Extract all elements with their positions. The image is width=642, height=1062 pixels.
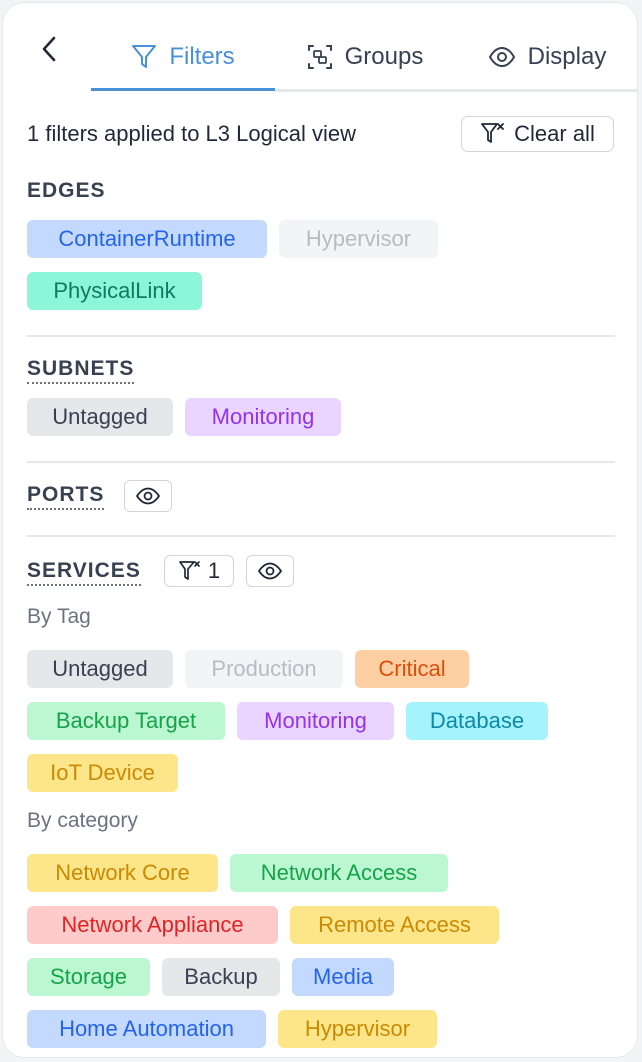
funnel-icon: [132, 45, 157, 68]
divider: [27, 335, 615, 337]
edge-chip-hypervisor[interactable]: Hypervisor: [279, 220, 438, 258]
tab-filters[interactable]: Filters: [91, 33, 275, 91]
tab-groups[interactable]: Groups: [275, 33, 455, 91]
tag-chip-backup-target[interactable]: Backup Target: [27, 702, 225, 740]
tag-chip-database[interactable]: Database: [406, 702, 548, 740]
funnel-x-icon: [481, 123, 505, 143]
category-chip-home-automation[interactable]: Home Automation: [27, 1010, 266, 1048]
back-button[interactable]: [31, 29, 67, 69]
edge-chip-physicallink[interactable]: PhysicalLink: [27, 272, 202, 310]
by-category-label: By category: [27, 809, 138, 832]
tab-bar: Filters Groups Display: [3, 3, 637, 93]
category-chip-network-access[interactable]: Network Access: [230, 854, 448, 892]
services-filter-count: 1: [207, 558, 221, 583]
by-tag-label: By Tag: [27, 605, 91, 628]
tag-chip-iot-device[interactable]: IoT Device: [27, 754, 178, 792]
tag-chip-untagged[interactable]: Untagged: [27, 650, 173, 688]
tag-chip-production[interactable]: Production: [185, 650, 343, 688]
tab-track: [275, 89, 637, 92]
tag-chip-critical[interactable]: Critical: [355, 650, 469, 688]
category-chip-storage[interactable]: Storage: [27, 958, 150, 996]
chevron-left-icon: [42, 36, 56, 62]
category-chip-network-appliance[interactable]: Network Appliance: [27, 906, 278, 944]
divider: [27, 535, 615, 537]
group-select-icon: [307, 45, 332, 69]
ports-visibility-button[interactable]: [124, 480, 172, 512]
tab-groups-label: Groups: [344, 43, 424, 70]
services-visibility-button[interactable]: [246, 555, 294, 587]
subnet-chip-monitoring[interactable]: Monitoring: [185, 398, 341, 436]
active-tab-indicator: [91, 88, 275, 91]
funnel-x-icon: [179, 561, 200, 580]
category-chip-media[interactable]: Media: [292, 958, 394, 996]
section-title-ports[interactable]: PORTS: [27, 483, 105, 510]
tab-filters-label: Filters: [169, 43, 235, 70]
clear-all-label: Clear all: [514, 121, 595, 146]
edge-chip-containerruntime[interactable]: ContainerRuntime: [27, 220, 267, 258]
subnet-chip-untagged[interactable]: Untagged: [27, 398, 173, 436]
clear-all-button[interactable]: Clear all: [461, 116, 614, 152]
category-chip-hypervisor[interactable]: Hypervisor: [278, 1010, 437, 1048]
eye-icon: [135, 487, 161, 505]
divider: [27, 461, 615, 463]
eye-icon: [488, 46, 515, 68]
section-title-edges: EDGES: [27, 179, 106, 202]
tab-display-label: Display: [527, 43, 607, 70]
category-chip-network-core[interactable]: Network Core: [27, 854, 218, 892]
filter-summary: 1 filters applied to L3 Logical view: [27, 121, 356, 146]
category-chip-remote-access[interactable]: Remote Access: [290, 906, 499, 944]
section-title-subnets[interactable]: SUBNETS: [27, 357, 135, 384]
tab-display[interactable]: Display: [455, 33, 637, 91]
section-title-services[interactable]: SERVICES: [27, 559, 141, 586]
services-filter-button[interactable]: 1: [164, 555, 234, 587]
category-chip-backup[interactable]: Backup: [162, 958, 280, 996]
eye-icon: [257, 562, 283, 580]
tag-chip-monitoring[interactable]: Monitoring: [237, 702, 394, 740]
